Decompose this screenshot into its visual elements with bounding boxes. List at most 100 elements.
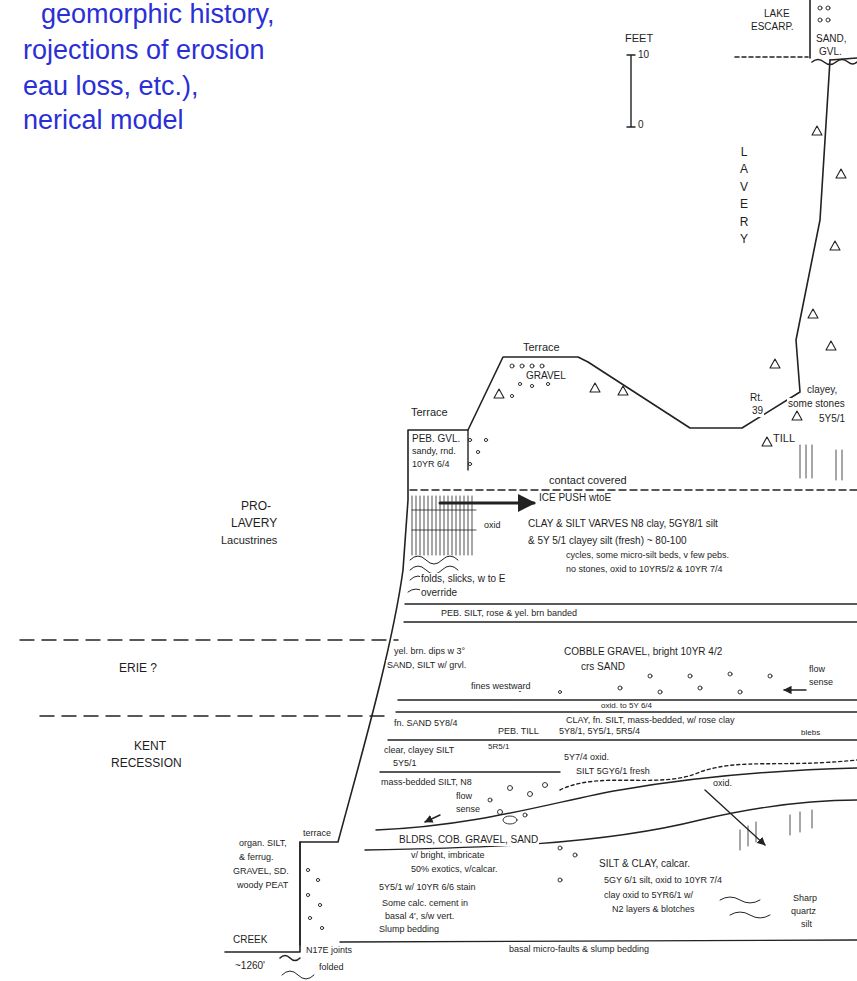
gravel-clasts bbox=[768, 674, 772, 678]
sketch-note: cycles, some micro-silt beds, v few pebs… bbox=[565, 550, 730, 560]
ground-profile bbox=[809, 0, 811, 58]
sketch-note: Terrace bbox=[410, 406, 449, 419]
gravel-clasts bbox=[468, 462, 471, 465]
slide-text: rojections of erosion bbox=[22, 36, 266, 66]
sketch-note: override bbox=[420, 587, 458, 599]
fold-structures bbox=[720, 897, 770, 918]
gravel-clasts bbox=[476, 450, 479, 453]
sketch-note: fn. SAND 5Y8/4 bbox=[393, 718, 459, 728]
sketch-note: terrace bbox=[302, 828, 332, 838]
layer-contacts bbox=[20, 430, 857, 945]
gravel-clasts bbox=[738, 690, 742, 694]
gravel-clasts bbox=[540, 364, 544, 368]
gravel-clasts bbox=[518, 382, 521, 385]
layer-contacts bbox=[560, 760, 857, 790]
layer-contacts bbox=[410, 489, 857, 490]
sketch-note: & ferrug. bbox=[238, 852, 275, 862]
till-triangles bbox=[830, 241, 840, 250]
sketch-note: COBBLE GRAVEL, bright 10YR 4/2 bbox=[563, 646, 723, 658]
gravel-clasts bbox=[826, 6, 830, 10]
sketch-note: flow bbox=[455, 791, 473, 801]
sense-arrows bbox=[705, 790, 765, 845]
gravel-clasts bbox=[530, 364, 534, 368]
sketch-note: 39 bbox=[751, 405, 764, 417]
gravel-clasts bbox=[484, 438, 487, 441]
sketch-note: ~1260' bbox=[234, 960, 266, 972]
unit-name: KENT bbox=[133, 740, 167, 754]
till-triangles bbox=[792, 411, 802, 420]
sketch-note: BLDRS, COB. GRAVEL, SAND bbox=[398, 834, 539, 846]
sketch-note: no stones, oxid to 10YR5/2 & 10YR 7/4 bbox=[565, 564, 724, 574]
sketch-note: N2 layers & blotches bbox=[611, 904, 696, 914]
fold-structures bbox=[282, 556, 770, 979]
gravel-clasts bbox=[658, 690, 662, 694]
sketch-note: quartz bbox=[790, 906, 817, 916]
sketch-note: PEB. SILT, rose & yel. brn banded bbox=[440, 608, 578, 618]
sketch-note: blebs bbox=[800, 728, 821, 737]
sketch-note: sense bbox=[455, 804, 481, 814]
slide-text: nerical model bbox=[22, 106, 185, 136]
layer-contacts bbox=[405, 603, 857, 604]
sketch-note: some stones bbox=[787, 398, 846, 410]
gravel-clasts bbox=[728, 672, 732, 676]
sketch-note: woody PEAT bbox=[236, 880, 289, 890]
layer-contacts bbox=[20, 639, 398, 640]
sketch-note: contact covered bbox=[548, 474, 628, 487]
layer-contacts bbox=[340, 940, 857, 942]
sense-arrows bbox=[425, 815, 440, 822]
scale-bar bbox=[627, 55, 635, 127]
gravel-clasts bbox=[648, 674, 652, 678]
sketch-note: Slump bedding bbox=[378, 924, 440, 934]
gravel-clasts bbox=[316, 878, 319, 881]
gravel-clasts bbox=[306, 893, 309, 896]
sketch-note: clear, clayey SILT bbox=[383, 745, 455, 755]
layer-contacts bbox=[380, 771, 560, 772]
unit-name: TILL bbox=[772, 432, 796, 445]
sketch-note: 50% exotics, v/calcar. bbox=[410, 864, 499, 874]
sketch-note: 5Y8/1, 5Y5/1, 5R5/4 bbox=[558, 726, 641, 736]
layer-contacts bbox=[376, 768, 857, 830]
till-triangles bbox=[836, 169, 846, 178]
sense-arrows bbox=[784, 689, 806, 690]
sketch-note: oxid. bbox=[712, 778, 733, 788]
slide-text: geomorphic history, bbox=[40, 0, 276, 30]
sketch-note: sense bbox=[808, 677, 834, 687]
gravel-clasts bbox=[618, 686, 622, 690]
sketch-note: PEB. GVL. bbox=[411, 433, 461, 445]
sketch-note: folded bbox=[318, 962, 345, 972]
ground-profile bbox=[812, 60, 857, 65]
varve-hatching bbox=[412, 496, 472, 555]
layer-contacts bbox=[396, 711, 857, 712]
scale-bar bbox=[627, 55, 635, 127]
sketch-note: Terrace bbox=[522, 341, 561, 354]
sketch-note: sandy, rnd. bbox=[411, 446, 457, 456]
sketch-note: silt bbox=[800, 919, 813, 929]
vertical-unit-name: LAVERY bbox=[737, 144, 751, 248]
sketch-note: 5Y5/1 w/ 10YR 6/6 stain bbox=[378, 882, 477, 892]
till-triangles bbox=[812, 126, 822, 135]
gravel-clasts bbox=[558, 846, 562, 850]
gravel-clasts bbox=[546, 382, 549, 385]
sketch-note: fines westward bbox=[470, 681, 532, 691]
sketch-note: 10 bbox=[637, 49, 650, 61]
sketch-note: CLAY & SILT VARVES N8 clay, 5GY8/1 silt bbox=[527, 518, 719, 530]
gravel-clasts bbox=[306, 6, 830, 930]
sketch-note: 5R5/1 bbox=[487, 742, 510, 751]
sketch-note: clayey, bbox=[806, 384, 838, 396]
layer-contacts bbox=[388, 739, 857, 740]
gravel-clasts bbox=[558, 878, 562, 882]
sketch-note: flow bbox=[808, 664, 826, 674]
sketch-note: N17E joints bbox=[305, 945, 353, 955]
till-triangles bbox=[826, 341, 836, 350]
sketch-note: 10YR 6/4 bbox=[411, 459, 451, 469]
gravel-clasts bbox=[510, 364, 514, 368]
till-triangles bbox=[494, 389, 504, 398]
sketch-note: GVL. bbox=[818, 46, 843, 58]
sketch-note: Rt. bbox=[749, 392, 764, 404]
sketch-note: GRAVEL, SD. bbox=[232, 866, 290, 876]
sketch-note: organ. SILT, bbox=[238, 838, 288, 848]
gravel-clasts bbox=[308, 916, 311, 919]
sketch-note: crs SAND bbox=[580, 661, 626, 673]
sketch-note: SAND, SILT w/ grvl. bbox=[386, 660, 467, 670]
unit-name: LAVERY bbox=[230, 517, 278, 531]
